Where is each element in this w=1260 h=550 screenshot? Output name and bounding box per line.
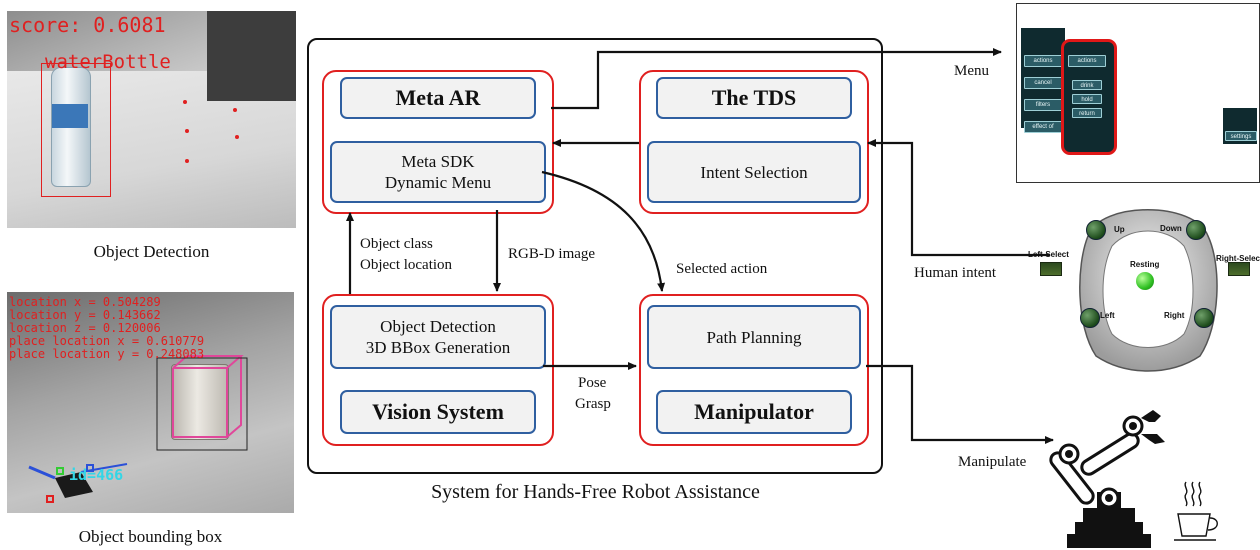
system-caption: System for Hands-Free Robot Assistance xyxy=(431,481,760,503)
object-detection-box: Object Detection 3D BBox Generation xyxy=(330,305,546,369)
bbox-overlay xyxy=(28,355,248,503)
object-bbox-image: location x = 0.504289 location y = 0.143… xyxy=(7,292,294,513)
tds-down-button xyxy=(1186,220,1206,240)
tds-left-select-led xyxy=(1040,262,1062,276)
menu-left-item-actions[interactable]: actions xyxy=(1024,55,1062,67)
tds-up-button xyxy=(1086,220,1106,240)
vision-sub-line2: 3D BBox Generation xyxy=(365,338,511,357)
menu-label: Menu xyxy=(954,63,989,79)
cup xyxy=(171,364,229,440)
manipulate-label: Manipulate xyxy=(958,454,1027,470)
rgbd-label: RGB-D image xyxy=(508,246,596,262)
tds-left-select-label: Left-Select xyxy=(1028,250,1069,259)
menu-settings-button[interactable]: settings xyxy=(1225,131,1257,141)
selected-action-arrow xyxy=(541,170,666,292)
object-detection-caption: Object Detection xyxy=(93,242,210,261)
detection-score-text: score: 0.6081 xyxy=(9,13,166,37)
selected-action-label: Selected action xyxy=(676,261,768,277)
intent-selection-box: Intent Selection xyxy=(647,141,861,203)
tds-up-label: Up xyxy=(1114,225,1125,234)
meta-sdk-line2: Dynamic Menu xyxy=(384,173,492,192)
menu-left-item-cancel[interactable]: cancel xyxy=(1024,77,1062,89)
menu-left-item-effect[interactable]: effect of xyxy=(1024,121,1062,133)
detection-label-text: waterBottle xyxy=(45,51,171,73)
coffee-cup-icon xyxy=(1174,481,1218,541)
location-x-text: location x = 0.504289 xyxy=(9,295,161,309)
human-intent-label: Human intent xyxy=(914,265,997,281)
tds-right-label: Right xyxy=(1164,311,1185,320)
location-z-text: location z = 0.120006 xyxy=(9,321,161,335)
path-planning-box: Path Planning xyxy=(647,305,861,369)
tds-title: The TDS xyxy=(656,77,852,119)
meta-sdk-line1: Meta SDK xyxy=(401,152,475,171)
system-frame xyxy=(307,38,883,474)
tds-right-select-led xyxy=(1228,262,1250,276)
pose-label: Pose xyxy=(578,375,607,391)
marker-id-text: id=466 xyxy=(69,466,124,484)
meta-ar-menu-panel: actions cancel filters effect of actions… xyxy=(1016,3,1260,183)
menu-left-item-filters[interactable]: filters xyxy=(1024,99,1062,111)
tds-right-select-label: Right-Select xyxy=(1216,254,1260,263)
human-intent-arrow xyxy=(867,139,1050,257)
water-bottle xyxy=(51,67,91,187)
dark-background xyxy=(207,11,296,101)
place-location-x-text: place location x = 0.610779 xyxy=(9,334,205,348)
menu-center-item-actions[interactable]: actions xyxy=(1068,55,1106,67)
place-location-y-text: place location y = 0.248083 xyxy=(9,347,205,361)
detection-bbox xyxy=(41,63,111,197)
tds-resting-indicator xyxy=(1136,272,1154,290)
vision-system-title: Vision System xyxy=(340,390,536,434)
object-bbox-caption: Object bounding box xyxy=(78,527,223,546)
tds-left-button xyxy=(1080,308,1100,328)
manipulator-title: Manipulator xyxy=(656,390,852,434)
vision-sub-line1: Object Detection xyxy=(380,317,496,336)
meta-sdk-box: Meta SDK Dynamic Menu xyxy=(330,141,546,203)
tds-right-button xyxy=(1194,308,1214,328)
object-location-label: Object location xyxy=(360,257,453,273)
tds-device: Up Down Left-Select Right-Select Resting… xyxy=(1028,196,1260,376)
manipulate-arrow xyxy=(866,364,1054,444)
menu-center-item-return[interactable]: return xyxy=(1072,108,1102,118)
tds-left-label: Left xyxy=(1100,311,1115,320)
grasp-label: Grasp xyxy=(575,396,611,412)
robot-arm-icon xyxy=(1049,410,1165,548)
menu-center-item-drink[interactable]: drink xyxy=(1072,80,1102,90)
tds-down-label: Down xyxy=(1160,224,1182,233)
object-class-label: Object class xyxy=(360,236,433,252)
meta-ar-title: Meta AR xyxy=(340,77,536,119)
object-detection-image: score: 0.6081 waterBottle xyxy=(7,11,296,228)
tds-resting-label: Resting xyxy=(1130,260,1160,269)
menu-center-item-hold[interactable]: hold xyxy=(1072,94,1102,104)
menu-arrow xyxy=(551,48,1002,110)
location-y-text: location y = 0.143662 xyxy=(9,308,161,322)
